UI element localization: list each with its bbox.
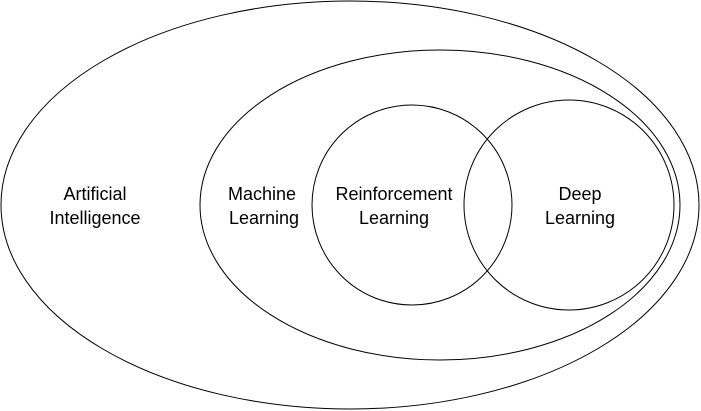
reinforcement-learning-label-line1: Reinforcement xyxy=(335,184,452,204)
reinforcement-learning-circle xyxy=(311,104,513,306)
deep-learning-circle xyxy=(463,99,675,311)
reinforcement-learning-label-line2: Learning xyxy=(359,208,429,228)
artificial-intelligence-label-line2: Intelligence xyxy=(49,208,140,228)
deep-learning-label-line2: Learning xyxy=(545,208,615,228)
machine-learning-ellipse xyxy=(199,49,681,361)
artificial-intelligence-label-line1: Artificial xyxy=(63,184,126,204)
deep-learning-label-line1: Deep xyxy=(558,184,601,204)
machine-learning-label-line2: Learning xyxy=(229,208,299,228)
machine-learning-label-line1: Machine xyxy=(228,184,296,204)
